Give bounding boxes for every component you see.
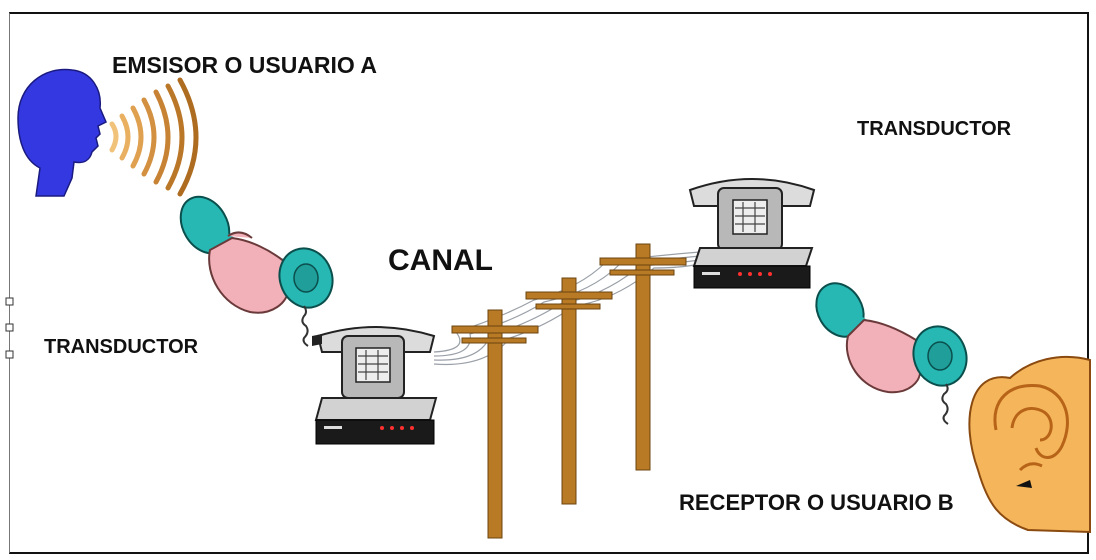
sound-waves-icon [109,77,199,197]
right-telephone-icon [688,178,816,289]
left-telephone-icon [312,326,438,445]
edge-handles [5,297,14,359]
transductor-left-label: TRANSDUCTOR [44,336,199,358]
right-handset-icon [815,282,968,425]
ear-icon [968,355,1091,534]
telephone-pole-3 [599,243,687,471]
left-handset-icon [179,195,334,347]
receptor-label: RECEPTOR O USUARIO B [679,490,954,515]
transductor-right-label: TRANSDUCTOR [857,118,1012,140]
speaker-head-icon [17,68,107,197]
diagram-frame [9,12,1089,554]
emisor-label: EMSISOR O USUARIO A [112,52,377,78]
telephone-pole-1 [451,309,539,539]
telephone-pole-2 [525,277,613,505]
canal-label: CANAL [388,244,493,277]
